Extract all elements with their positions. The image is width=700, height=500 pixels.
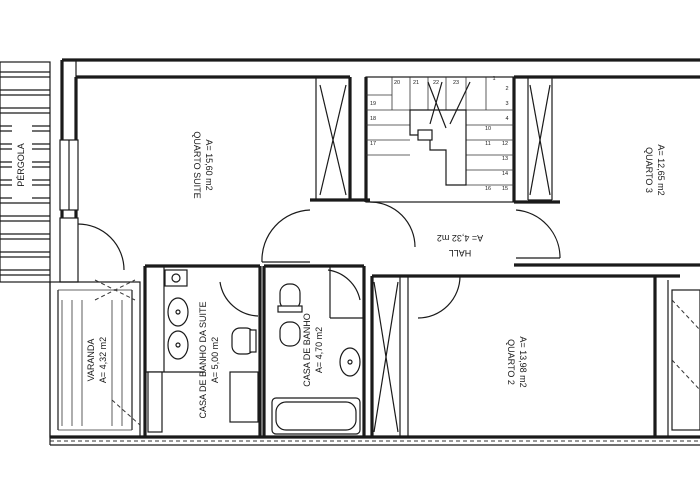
hall-area: A= 4,32 m2 bbox=[437, 233, 483, 243]
quarto-suite-area: A= 15,60 m2 bbox=[204, 139, 214, 190]
hall-name: HALL bbox=[449, 248, 472, 258]
stair-num-3: 3 bbox=[505, 101, 508, 107]
quarto-2-area: A= 13,98 m2 bbox=[518, 336, 528, 387]
staircase: 20 21 22 23 1 19 18 17 2 3 4 10 11 12 13… bbox=[364, 76, 516, 203]
room-casa-de-banho: CASA DE BANHO A= 4,70 m2 bbox=[262, 264, 366, 437]
room-quarto-3: QUARTO 3 A= 12,65 m2 bbox=[514, 75, 700, 267]
stair-num-20: 20 bbox=[394, 80, 400, 86]
stair-num-23: 23 bbox=[453, 80, 459, 86]
pergola: PÉRGOLA bbox=[0, 61, 51, 283]
room-quarto-suite: QUARTO SUITE A= 15,60 m2 bbox=[59, 75, 370, 283]
stair-num-1: 1 bbox=[492, 76, 495, 82]
varanda-name: VARANDA bbox=[86, 339, 96, 382]
room-casa-de-banho-suite: CASA DE BANHO DA SUITE A= 5,00 m2 bbox=[143, 264, 262, 437]
stair-num-16: 16 bbox=[485, 186, 491, 192]
quarto-3-area: A= 12,65 m2 bbox=[656, 144, 666, 195]
stair-num-11: 11 bbox=[485, 141, 491, 147]
room-quarto-2: QUARTO 2 A= 13,98 m2 bbox=[370, 274, 700, 437]
stair-num-15: 15 bbox=[502, 186, 508, 192]
stair-num-4: 4 bbox=[505, 116, 508, 122]
quarto-2-name: QUARTO 2 bbox=[506, 339, 516, 385]
pergola-label: PÉRGOLA bbox=[16, 143, 26, 187]
quarto-suite-name: QUARTO SUITE bbox=[192, 131, 202, 198]
stair-num-18: 18 bbox=[370, 116, 376, 122]
stair-num-17: 17 bbox=[370, 141, 376, 147]
stair-num-12: 12 bbox=[502, 141, 508, 147]
stair-num-22: 22 bbox=[433, 80, 439, 86]
banho-suite-area: A= 5,00 m2 bbox=[210, 337, 220, 383]
stair-num-21: 21 bbox=[413, 80, 419, 86]
stair-num-13: 13 bbox=[502, 156, 508, 162]
banho-area: A= 4,70 m2 bbox=[314, 327, 324, 373]
stair-num-2: 2 bbox=[505, 86, 508, 92]
banho-suite-name: CASA DE BANHO DA SUITE bbox=[198, 301, 208, 418]
stair-num-10: 10 bbox=[485, 126, 491, 132]
quarto-3-name: QUARTO 3 bbox=[644, 147, 654, 193]
room-hall: HALL A= 4,32 m2 bbox=[261, 201, 561, 319]
banho-name: CASA DE BANHO bbox=[302, 313, 312, 387]
stair-num-14: 14 bbox=[502, 171, 508, 177]
stair-num-19: 19 bbox=[370, 101, 376, 107]
varanda-area: A= 4,32 m2 bbox=[98, 337, 108, 383]
room-varanda: VARANDA A= 4,32 m2 bbox=[49, 279, 141, 438]
